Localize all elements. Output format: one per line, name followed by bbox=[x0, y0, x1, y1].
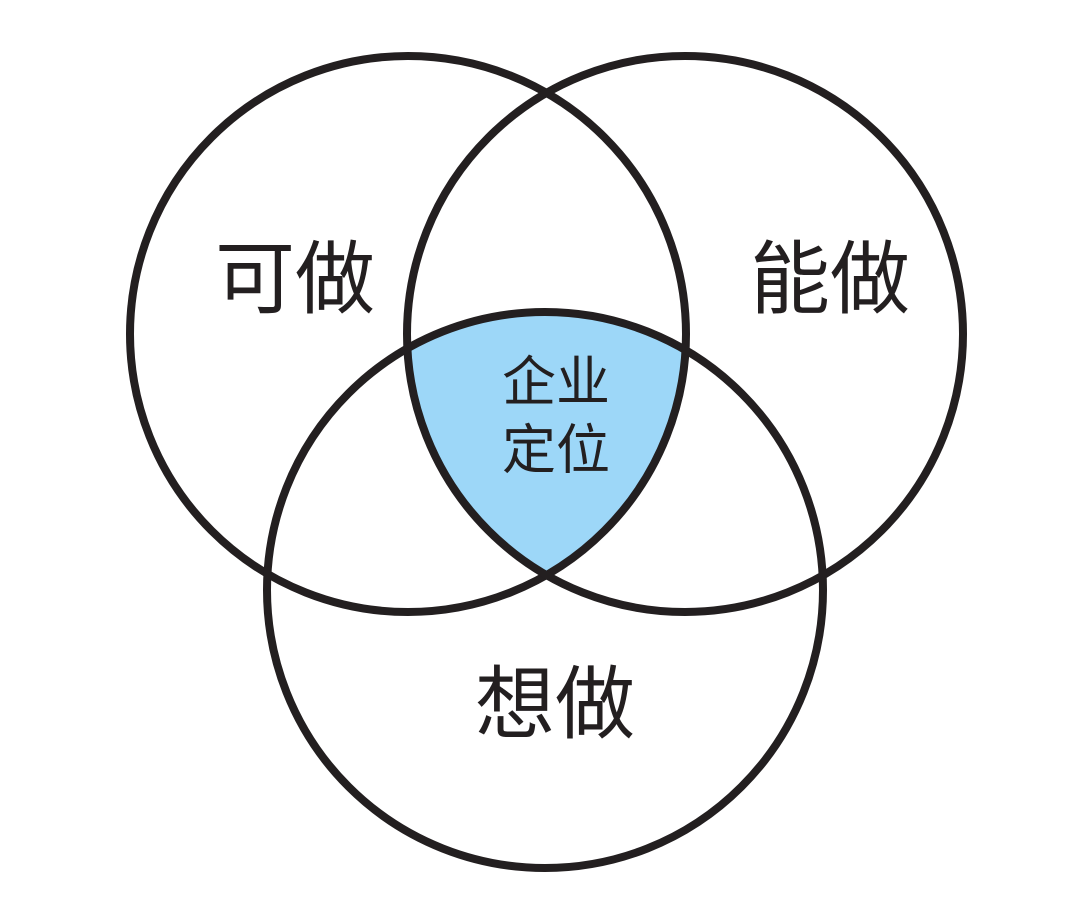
label-top-left: 可做 bbox=[215, 233, 375, 326]
label-bottom: 想做 bbox=[475, 658, 635, 751]
circle-top-left bbox=[126, 52, 690, 616]
intersection-label-line1: 企业 bbox=[502, 351, 610, 414]
intersection-label-line2: 定位 bbox=[502, 419, 610, 482]
label-top-right: 能做 bbox=[750, 233, 910, 326]
circle-top-right bbox=[403, 52, 967, 616]
circle-bottom bbox=[263, 308, 827, 872]
